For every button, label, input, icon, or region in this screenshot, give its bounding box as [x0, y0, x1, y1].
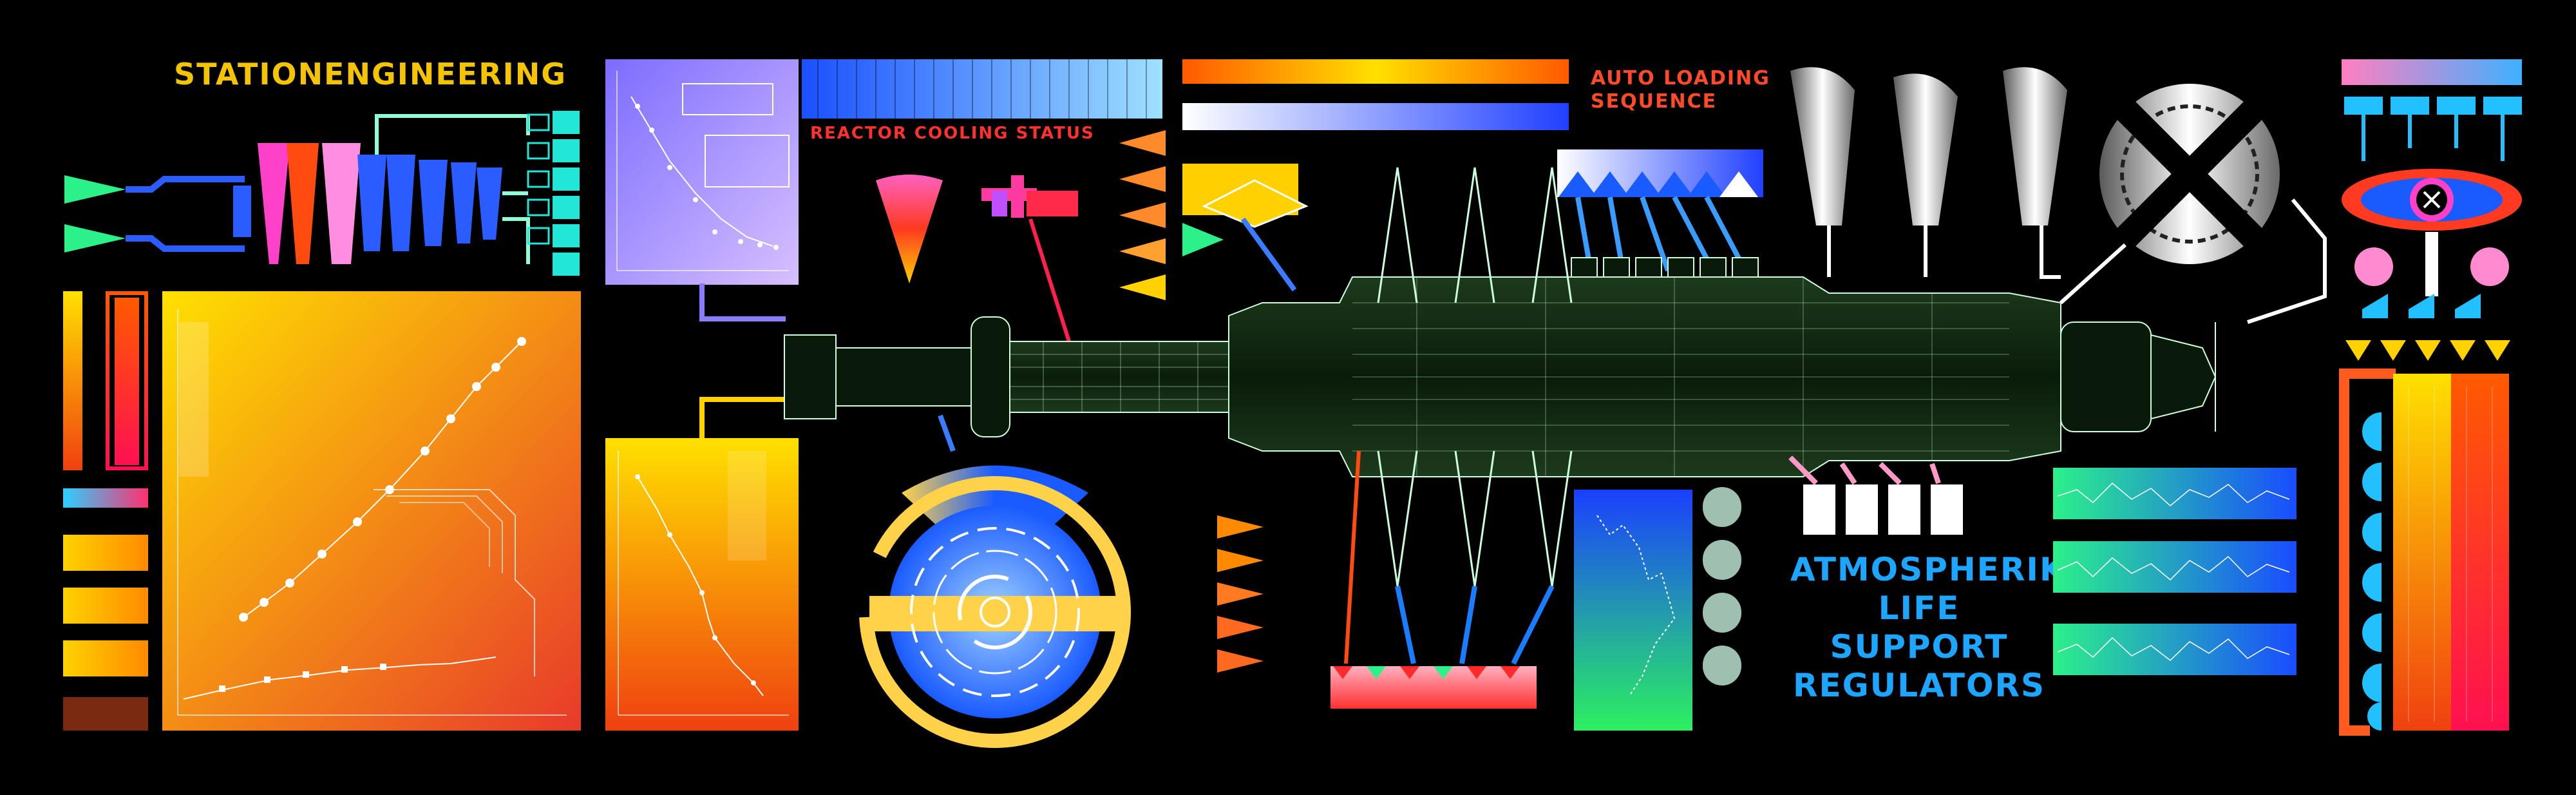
- left-level-bars: [63, 291, 148, 731]
- right-sensor-panel: [2339, 59, 2522, 736]
- atmos-line1: ATMOSPHERIK: [1790, 551, 2066, 588]
- ship-bottom-connectors: [1788, 455, 1963, 535]
- auto-loading-panel: [1182, 59, 1569, 292]
- auto-loading-sequence-title: AUTO LOADING SEQUENCE: [1591, 67, 1770, 113]
- life-support-waves: [2053, 468, 2297, 675]
- atmos-line2: LIFE SUPPORT: [1830, 589, 2009, 666]
- green-blue-chart: [1574, 487, 1741, 731]
- engine-schematic: [64, 111, 580, 276]
- auto-loading-line2: SEQUENCE: [1591, 90, 1718, 113]
- sequence-triangles: [1557, 149, 1763, 272]
- radial-dial: [859, 414, 1131, 748]
- bottom-tab-strip: [1331, 666, 1537, 709]
- engineering-chart-panel: [162, 291, 581, 731]
- mid-triangles: [1217, 515, 1264, 673]
- silver-fan-units: [1790, 67, 2067, 279]
- left-green-arrow-top: [64, 175, 126, 204]
- reactor-stripe-bar: [802, 59, 1162, 119]
- reactor-purple-chart: [605, 59, 799, 321]
- auto-loading-line1: AUTO LOADING: [1591, 67, 1770, 90]
- reactor-yellow-chart: [605, 397, 799, 731]
- station-engineering-title: STATIONENGINEERING: [174, 57, 567, 91]
- ship-blueprint: [784, 167, 2217, 665]
- atmos-line3: REGULATORS: [1792, 667, 2046, 704]
- reactor-indicators: [876, 130, 1166, 342]
- cross-dish: [2059, 84, 2327, 324]
- left-green-arrow-bottom: [64, 224, 126, 253]
- reactor-cooling-status-title: REACTOR COOLING STATUS: [810, 124, 1095, 143]
- atmospherik-life-support-title: ATMOSPHERIK LIFE SUPPORT REGULATORS: [1790, 550, 2066, 705]
